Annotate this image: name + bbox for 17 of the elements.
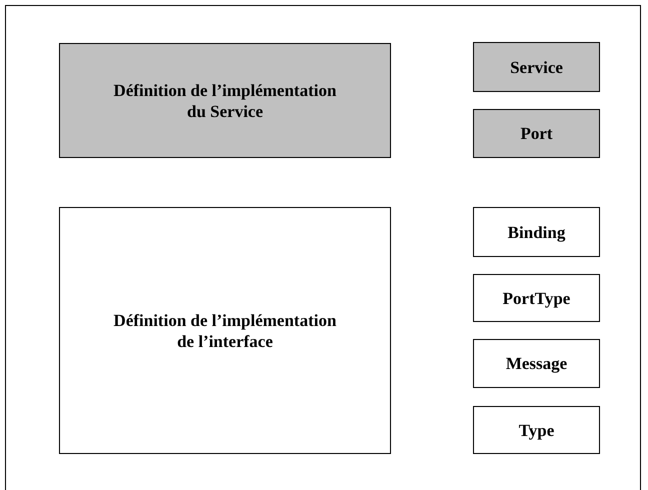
box-label: Port bbox=[519, 123, 554, 144]
component-box bbox=[59, 207, 391, 454]
component-box bbox=[59, 43, 391, 158]
box-label: Message bbox=[504, 353, 568, 374]
component-box bbox=[473, 207, 600, 257]
component-box bbox=[473, 42, 600, 92]
box-label: PortType bbox=[502, 288, 572, 308]
box-label: Type bbox=[518, 420, 556, 440]
component-box bbox=[473, 109, 600, 158]
component-box bbox=[473, 339, 600, 388]
box-label: Définition de l’implémentation de l’interface bbox=[112, 310, 338, 352]
component-box bbox=[473, 274, 600, 322]
frame-box bbox=[5, 5, 641, 490]
component-box bbox=[473, 406, 600, 454]
box-label: Service bbox=[509, 56, 564, 78]
box-label: Binding bbox=[506, 222, 566, 242]
box-label: Définition de l’implémentation du Service bbox=[112, 80, 338, 122]
